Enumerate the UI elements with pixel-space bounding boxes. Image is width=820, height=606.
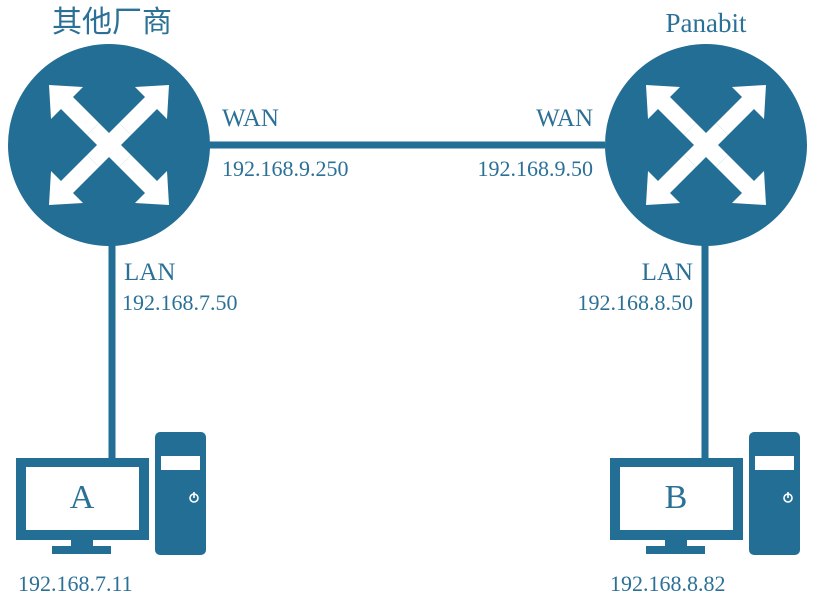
router-left-name: 其他厂商	[52, 6, 172, 39]
host-b-icon	[610, 432, 800, 555]
host-b-label: B	[665, 479, 688, 516]
lan-label-left: LAN	[124, 259, 175, 286]
wan-ip-left: 192.168.9.250	[222, 156, 349, 181]
host-b-ip: 192.168.8.82	[610, 571, 726, 596]
wan-ip-right: 192.168.9.50	[478, 156, 594, 181]
router-left	[8, 44, 210, 246]
host-a-icon	[16, 432, 206, 555]
router-right-name: Panabit	[666, 8, 747, 38]
host-a: A 192.168.7.11	[16, 432, 206, 596]
lan-ip-left: 192.168.7.50	[122, 290, 238, 315]
lan-ip-right: 192.168.8.50	[578, 290, 694, 315]
wan-label-right: WAN	[536, 105, 593, 132]
wan-label-left: WAN	[222, 105, 279, 132]
host-b: B 192.168.8.82	[610, 432, 800, 596]
host-a-ip: 192.168.7.11	[18, 571, 133, 596]
lan-label-right: LAN	[642, 259, 693, 286]
router-right	[605, 44, 807, 246]
host-a-label: A	[70, 479, 95, 516]
